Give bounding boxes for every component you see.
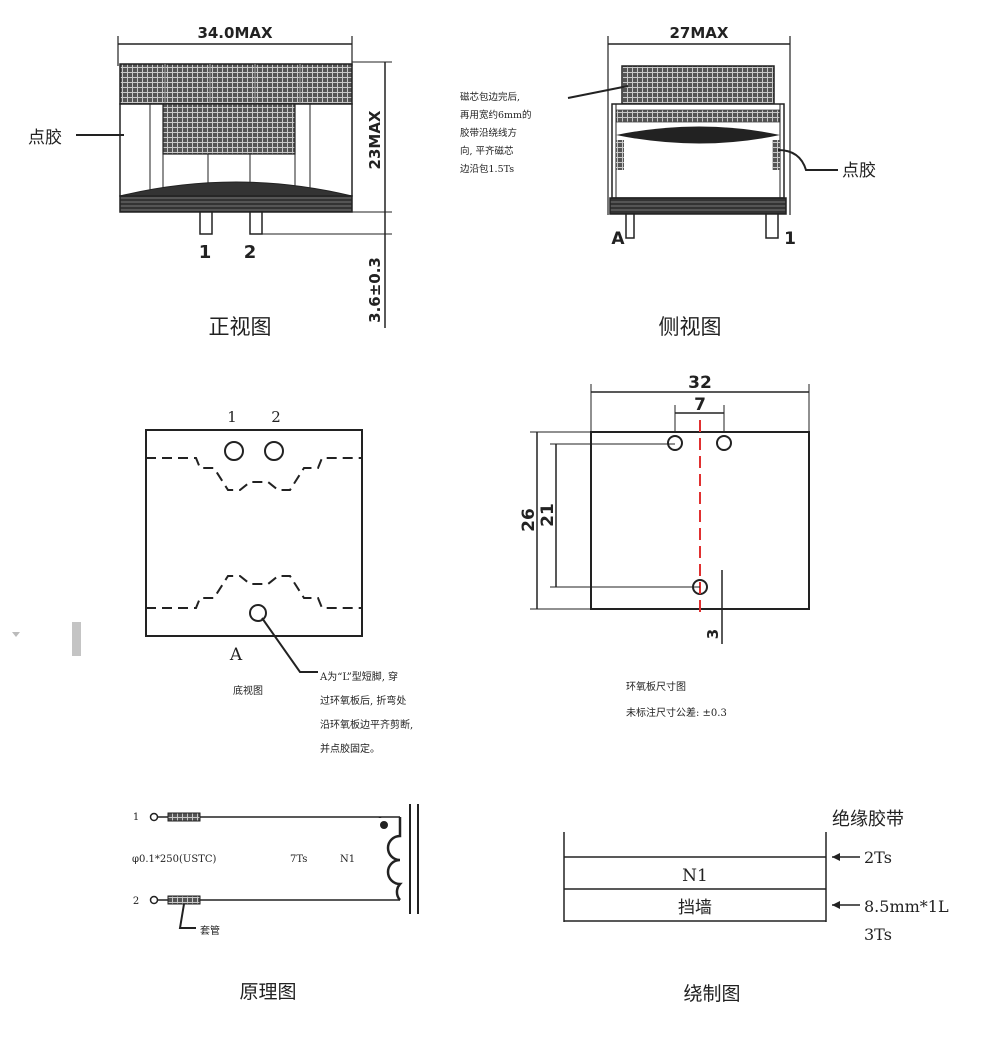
schematic: 1 2 φ0.1*250(USTC) 7Ts N1 套管 原理图 — [132, 804, 419, 1003]
side-glue-leader — [777, 149, 838, 171]
front-pin-2 — [249, 211, 263, 235]
side-note-line-1: 磁芯包边完后, — [460, 91, 520, 103]
schematic-sleeve-leader — [178, 903, 196, 929]
winding-tape-top: 2Ts — [864, 848, 892, 867]
side-pin-a — [625, 213, 635, 239]
schematic-caption: 原理图 — [239, 981, 296, 1003]
side-tape-band — [616, 126, 780, 144]
bottom-note-line-3: 沿环氧板边平齐剪断, — [320, 718, 413, 731]
front-pin-2-label: 2 — [244, 242, 257, 263]
front-pin-1 — [199, 211, 213, 235]
board-pitch-dim: 7 — [694, 395, 706, 415]
side-note-line-2: 再用宽约6mm的 — [460, 109, 532, 121]
side-glue-label: 点胶 — [842, 161, 876, 181]
schematic-terminal-2 — [149, 895, 159, 905]
side-view: 27MAX A 1 磁芯包边完后, 再用宽约6mm的 胶带沿绕线方 向, 平齐磁… — [460, 24, 876, 339]
front-pin-dim: 3.6±0.3 — [366, 257, 384, 323]
winding-layer-n1: N1 — [682, 866, 708, 886]
board-height-dim: 26 — [519, 508, 539, 532]
schematic-sleeve-label: 套管 — [200, 924, 220, 937]
bottom-pin-a-hole — [249, 604, 267, 622]
schematic-wire-spec: φ0.1*250(USTC) — [132, 854, 216, 865]
side-width-dim: 27MAX — [670, 24, 729, 42]
schematic-dot — [380, 821, 388, 829]
bottom-note-line-2: 过环氧板后, 折弯处 — [320, 694, 406, 707]
winding-diagram: 绝缘胶带 N1 挡墙 2Ts 8.5mm*1L 3Ts 绕制图 — [563, 809, 949, 1005]
bottom-note-leader — [261, 617, 318, 673]
schematic-sleeve-1 — [167, 812, 201, 822]
board-hole-2 — [716, 435, 732, 451]
side-note-line-3: 胶带沿绕线方 — [460, 127, 517, 139]
front-view-caption: 正视图 — [209, 315, 272, 339]
bottom-pin-a-label: A — [229, 645, 243, 665]
schematic-terminal-1 — [149, 812, 159, 822]
winding-tape-bottom-1: 8.5mm*1L — [864, 897, 949, 916]
side-view-caption: 侧视图 — [659, 315, 722, 339]
front-center-winding — [162, 103, 296, 155]
front-top-winding — [119, 63, 353, 105]
scroll-handle[interactable] — [72, 622, 81, 656]
side-pin-1 — [765, 213, 779, 239]
board-inner-dim: 21 — [538, 503, 558, 527]
front-base — [119, 195, 353, 213]
winding-tape-bottom-2: 3Ts — [864, 925, 892, 944]
board-drawing: 32 7 26 21 3 环氧板尺寸图 未标注尺寸公差: ±0.3 — [519, 373, 810, 719]
bottom-outline — [145, 429, 363, 637]
winding-layer-wall: 挡墙 — [678, 898, 712, 918]
bottom-core-outline-top — [146, 457, 362, 491]
schematic-sleeve-2 — [167, 895, 201, 905]
board-hole-1 — [667, 435, 683, 451]
bottom-pin-2-hole — [264, 441, 284, 461]
schematic-pin-1: 1 — [133, 812, 139, 823]
bottom-core-outline-bottom — [146, 575, 362, 609]
schematic-turns: 7Ts — [290, 854, 307, 865]
bottom-pin-2-label: 2 — [271, 408, 281, 426]
front-height-dim: 23MAX — [366, 110, 384, 169]
side-note-leader — [567, 85, 629, 99]
bottom-pin-1-label: 1 — [227, 408, 237, 426]
winding-tape-label: 绝缘胶带 — [832, 809, 904, 830]
side-pin-1-label: 1 — [784, 229, 796, 249]
schematic-winding: N1 — [340, 854, 355, 865]
bottom-view: 1 2 A 底视图 A为“L”型短脚, 穿 过环氧板后, 折弯处 沿环氧板边平齐… — [145, 408, 413, 755]
front-glue-arc — [119, 181, 353, 197]
board-offset-dim: 3 — [704, 629, 722, 639]
front-view: 34.0MAX 1 2 点胶 23MAX 3.6±0.3 正视图 — [28, 24, 392, 339]
bottom-note-line-4: 并点胶固定。 — [320, 742, 380, 755]
board-caption-line-2: 未标注尺寸公差: ±0.3 — [626, 706, 727, 719]
front-width-dim: 34.0MAX — [197, 24, 273, 42]
side-note-line-5: 边沿包1.5Ts — [460, 163, 514, 175]
winding-caption: 绕制图 — [683, 983, 740, 1005]
schematic-coil — [378, 817, 403, 901]
bottom-pin-1-hole — [224, 441, 244, 461]
side-pin-a-label: A — [611, 229, 625, 249]
side-base — [609, 197, 787, 215]
side-note-line-4: 向, 平齐磁芯 — [460, 145, 514, 157]
front-pin-1-label: 1 — [199, 242, 212, 263]
board-width-dim: 32 — [688, 373, 712, 393]
side-top-winding — [621, 65, 775, 105]
collapse-arrow-icon[interactable] — [12, 632, 20, 637]
board-caption-line-1: 环氧板尺寸图 — [626, 680, 686, 693]
side-note: 磁芯包边完后, 再用宽约6mm的 胶带沿绕线方 向, 平齐磁芯 边沿包1.5Ts — [460, 91, 532, 175]
bottom-view-caption: 底视图 — [233, 684, 263, 697]
schematic-pin-2: 2 — [133, 896, 139, 907]
bottom-note-line-1: A为“L”型短脚, 穿 — [319, 670, 398, 683]
front-glue-label: 点胶 — [28, 128, 62, 148]
